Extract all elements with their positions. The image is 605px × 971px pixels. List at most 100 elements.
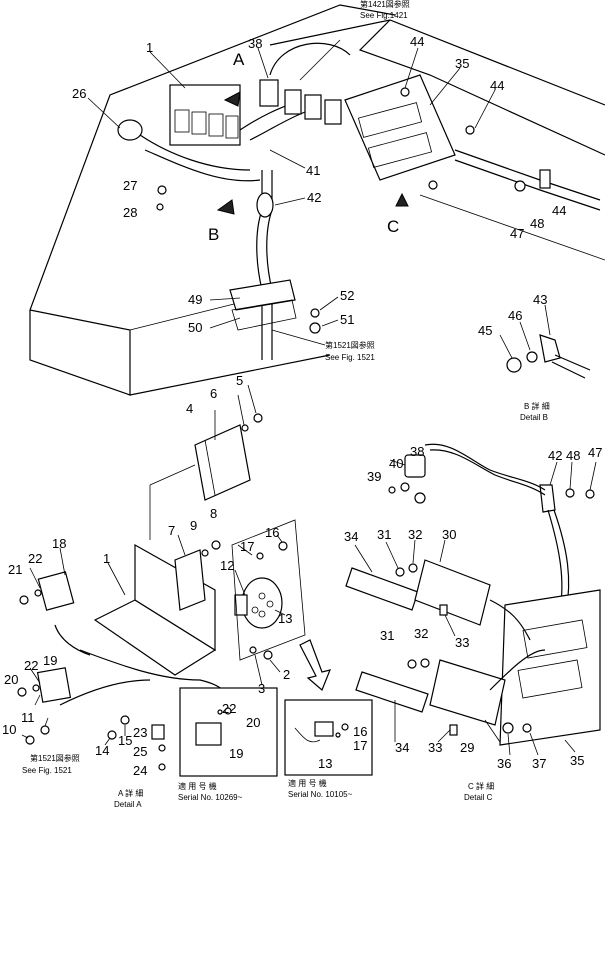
panel-35 <box>499 589 601 746</box>
callout-17-a: 17 <box>240 539 254 554</box>
fuse-box <box>169 84 241 146</box>
fig-ref-left-en: See Fig. 1521 <box>22 766 72 775</box>
view-letter-a: A <box>233 50 245 69</box>
callout-15: 15 <box>118 733 132 748</box>
callout-31-a: 31 <box>377 527 391 542</box>
callout-22-b: 22 <box>24 658 38 673</box>
callout-42: 42 <box>307 190 321 205</box>
callout-48-b: 48 <box>566 448 580 463</box>
view-letter-b: B <box>208 225 219 244</box>
callout-45: 45 <box>478 323 492 338</box>
callout-36: 36 <box>497 756 511 771</box>
callout-1: 1 <box>146 40 153 55</box>
fig-ref-mid-en: See Fig. 1521 <box>325 353 375 362</box>
detail-c-caption-jp: C 詳 細 <box>468 781 494 791</box>
callout-21: 21 <box>8 562 22 577</box>
callout-23: 23 <box>133 725 147 740</box>
callout-6: 6 <box>210 386 217 401</box>
callout-12: 12 <box>220 558 234 573</box>
callout-11: 11 <box>21 710 35 725</box>
callout-19-b: 19 <box>229 746 243 761</box>
callout-26: 26 <box>72 86 86 101</box>
callout-41: 41 <box>306 163 320 178</box>
callout-51: 51 <box>340 312 354 327</box>
figure-references: 第1421図参照 See Fig.1421 第1521図参照 See Fig. … <box>22 0 410 775</box>
callout-27: 27 <box>123 178 137 193</box>
callout-7: 7 <box>168 523 175 538</box>
connector-13 <box>241 577 283 629</box>
top-assembly <box>29 4 605 396</box>
callout-30: 30 <box>442 527 456 542</box>
callout-52: 52 <box>340 288 354 303</box>
serial-2-caption-en: Serial No. 10105~ <box>288 790 353 799</box>
callout-33-b: 33 <box>428 740 442 755</box>
callout-2: 2 <box>283 667 290 682</box>
callout-44-c: 44 <box>552 203 566 218</box>
callout-49: 49 <box>188 292 202 307</box>
callout-32-a: 32 <box>408 527 422 542</box>
callout-50: 50 <box>188 320 202 335</box>
callout-4: 4 <box>186 401 193 416</box>
connector-29 <box>429 659 506 726</box>
callout-38: 38 <box>248 36 262 51</box>
fig-ref-mid-jp: 第1521図参照 <box>325 340 375 350</box>
callout-44-b: 44 <box>490 78 504 93</box>
view-letters: A B C <box>208 50 399 244</box>
callout-31-b: 31 <box>380 628 394 643</box>
detail-a-caption-en: Detail A <box>114 800 142 809</box>
detail-c <box>345 443 601 756</box>
callout-13-b: 13 <box>318 756 332 771</box>
serial-1-caption-en: Serial No. 10269~ <box>178 793 243 802</box>
callout-17-b: 17 <box>353 738 367 753</box>
callout-44-a: 44 <box>410 34 424 49</box>
callout-35: 35 <box>455 56 469 71</box>
callout-20-a: 20 <box>4 672 18 687</box>
callout-8: 8 <box>210 506 217 521</box>
callout-16-b: 16 <box>353 724 367 739</box>
callout-19-a: 19 <box>43 653 57 668</box>
callout-38-b: 38 <box>410 444 424 459</box>
callout-16-a: 16 <box>265 525 279 540</box>
detail-a-caption-jp: A 詳 細 <box>118 788 143 798</box>
detail-captions: A 詳 細 Detail A B 詳 細 Detail B C 詳 細 Deta… <box>114 401 550 809</box>
detail-b <box>499 304 591 379</box>
callout-48: 48 <box>530 216 544 231</box>
view-letter-c: C <box>387 217 399 236</box>
callout-47: 47 <box>510 226 524 241</box>
serial-2-caption-jp: 適 用 号 機 <box>288 778 327 788</box>
plate-49 <box>229 279 296 311</box>
detail-b-caption-en: Detail B <box>520 413 548 422</box>
fig-ref-top-jp: 第1421図参照 <box>360 0 410 9</box>
callout-35-b: 35 <box>570 753 584 768</box>
callout-20-b: 20 <box>246 715 260 730</box>
callout-9: 9 <box>190 518 197 533</box>
callout-25: 25 <box>133 744 147 759</box>
callout-18: 18 <box>52 536 66 551</box>
connector-30 <box>414 559 491 626</box>
callout-24: 24 <box>133 763 147 778</box>
callout-22-c: 22 <box>222 701 236 716</box>
detail-b-caption-jp: B 詳 細 <box>524 401 550 411</box>
callout-37: 37 <box>532 756 546 771</box>
callout-28: 28 <box>123 205 137 220</box>
callout-46: 46 <box>508 308 522 323</box>
serial-1-caption-jp: 適 用 号 機 <box>178 781 217 791</box>
callout-47-b: 47 <box>588 445 602 460</box>
callout-labels: 1 26 38 44 35 44 41 27 28 42 47 48 44 49… <box>2 34 602 778</box>
connector-26 <box>117 119 143 141</box>
serial-captions: 適 用 号 機 Serial No. 10269~ 適 用 号 機 Serial… <box>178 778 353 802</box>
callout-22-a: 22 <box>28 551 42 566</box>
callout-5: 5 <box>236 373 243 388</box>
detail-c-caption-en: Detail C <box>464 793 493 802</box>
callout-1-b: 1 <box>103 551 110 566</box>
callout-34-a: 34 <box>344 529 358 544</box>
callout-42-b: 42 <box>548 448 562 463</box>
callout-33-a: 33 <box>455 635 469 650</box>
callout-43: 43 <box>533 292 547 307</box>
detail-a <box>17 384 373 777</box>
callout-13-a: 13 <box>278 611 292 626</box>
callout-34-b: 34 <box>395 740 409 755</box>
callout-29: 29 <box>460 740 474 755</box>
callout-10: 10 <box>2 722 16 737</box>
